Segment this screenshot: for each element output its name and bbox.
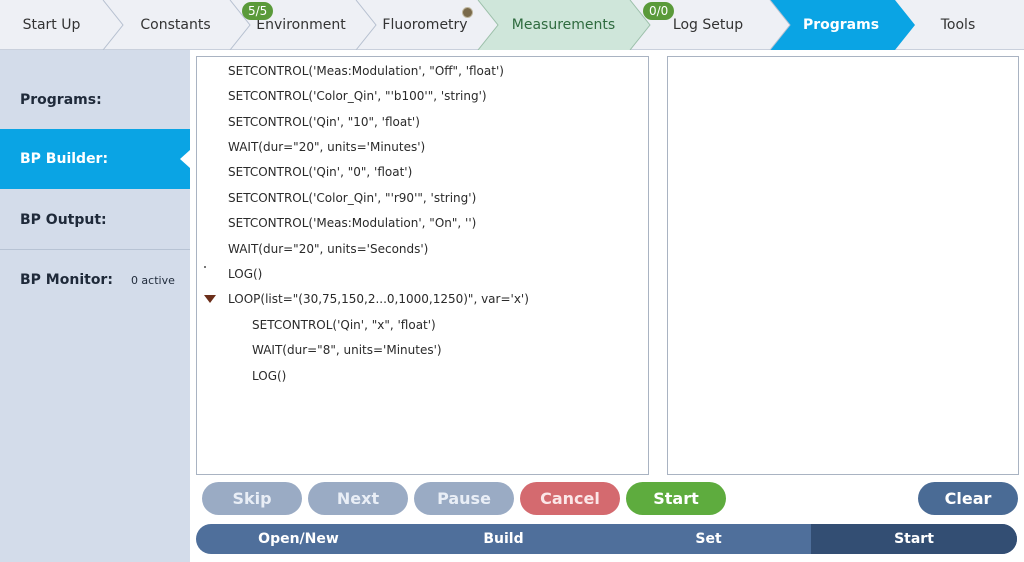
code-line[interactable]: SETCONTROL('Meas:Modulation', "Off", 'fl…	[228, 64, 504, 78]
tab-label: Log Setup	[672, 17, 744, 33]
programs-tab-bg	[770, 0, 915, 50]
code-line[interactable]: WAIT(dur="20", units='Minutes')	[228, 140, 426, 154]
program-code-panel[interactable]	[196, 56, 649, 475]
segment-set[interactable]: Set	[695, 531, 722, 547]
sidebar-item-label: BP Monitor:	[20, 272, 113, 288]
topnav-background	[102, 0, 915, 50]
separator-chevron	[769, 0, 791, 50]
code-line-loop[interactable]: LOOP(list="(30,75,150,2...0,1000,1250)",…	[228, 292, 529, 306]
sidebar-item-bp-monitor[interactable]: BP Monitor: 0 active	[0, 250, 190, 310]
tab-label: Measurements	[511, 17, 616, 33]
sidebar-item-bp-builder[interactable]: BP Builder:	[0, 129, 190, 189]
cancel-button[interactable]: Cancel	[520, 482, 620, 515]
separator-chevron	[629, 0, 651, 50]
segment-open-new[interactable]: Open/New	[258, 531, 339, 547]
next-button[interactable]: Next	[308, 482, 408, 515]
sidebar-item-label: Programs:	[20, 92, 102, 108]
segment-build[interactable]: Build	[483, 531, 524, 547]
tab-label: Fluorometry	[382, 17, 468, 33]
skip-button[interactable]: Skip	[202, 482, 302, 515]
active-count-label: 0 active	[130, 273, 175, 287]
code-line[interactable]: SETCONTROL('Qin', "x", 'float')	[252, 318, 436, 332]
segment-start[interactable]: Start	[811, 524, 1017, 554]
sidebar-item-programs[interactable]: Programs:	[0, 70, 190, 130]
top-navigation: Start Up Constants Environment 5/5 Fluor…	[0, 0, 1024, 50]
active-caret-icon	[180, 150, 190, 168]
code-line[interactable]: SETCONTROL('Meas:Modulation', "On", '')	[228, 216, 477, 230]
tab-environment[interactable]: Environment	[245, 0, 357, 50]
code-line[interactable]: LOG()	[252, 369, 287, 383]
measurements-tab-bg	[478, 0, 650, 50]
collapse-triangle-icon[interactable]	[204, 295, 216, 303]
code-line[interactable]: WAIT(dur="8", units='Minutes')	[252, 343, 442, 357]
environment-count-badge: 5/5	[242, 2, 274, 20]
output-panel[interactable]	[667, 56, 1019, 475]
tab-measurements[interactable]: Measurements	[495, 0, 632, 50]
separator-chevron	[229, 0, 251, 50]
start-button[interactable]: Start	[626, 482, 726, 515]
tab-tools[interactable]: Tools	[905, 0, 1011, 50]
code-line[interactable]: WAIT(dur="20", units='Seconds')	[228, 242, 429, 256]
tab-label: Constants	[140, 17, 211, 33]
tab-label: Programs	[802, 17, 880, 33]
code-line[interactable]: LOG()	[228, 267, 263, 281]
tab-label: Environment	[256, 17, 346, 33]
tab-label: Start Up	[22, 17, 81, 33]
log-setup-count-badge: 0/0	[643, 2, 675, 20]
pause-button[interactable]: Pause	[414, 482, 514, 515]
code-line[interactable]: SETCONTROL('Qin', "0", 'float')	[228, 165, 413, 179]
separator-chevron	[355, 0, 377, 50]
tab-log-setup[interactable]: Log Setup	[645, 0, 771, 50]
line-marker	[204, 266, 206, 268]
tab-start-up[interactable]: Start Up	[0, 0, 103, 50]
code-line[interactable]: SETCONTROL('Color_Qin', "'r90'", 'string…	[228, 191, 477, 205]
sidebar-item-label: BP Output:	[20, 212, 107, 228]
separator-chevron	[102, 0, 124, 50]
sidebar-divider	[0, 249, 190, 250]
status-dot-icon	[462, 7, 473, 18]
tab-constants[interactable]: Constants	[118, 0, 233, 50]
code-line[interactable]: SETCONTROL('Color_Qin', "'b100'", 'strin…	[228, 89, 487, 103]
tab-label: Tools	[940, 17, 976, 33]
separator-chevron	[477, 0, 499, 50]
sidebar-item-bp-output[interactable]: BP Output:	[0, 190, 190, 250]
tab-fluorometry[interactable]: Fluorometry	[372, 0, 478, 50]
code-line[interactable]: SETCONTROL('Qin', "10", 'float')	[228, 115, 420, 129]
sidebar: Programs: BP Builder: BP Output: BP Moni…	[0, 50, 190, 562]
tab-programs[interactable]: Programs	[786, 0, 896, 50]
clear-button[interactable]: Clear	[918, 482, 1018, 515]
sidebar-item-label: BP Builder:	[20, 151, 109, 167]
workflow-segmented-bar: Open/New Build Set Start	[196, 524, 1017, 554]
